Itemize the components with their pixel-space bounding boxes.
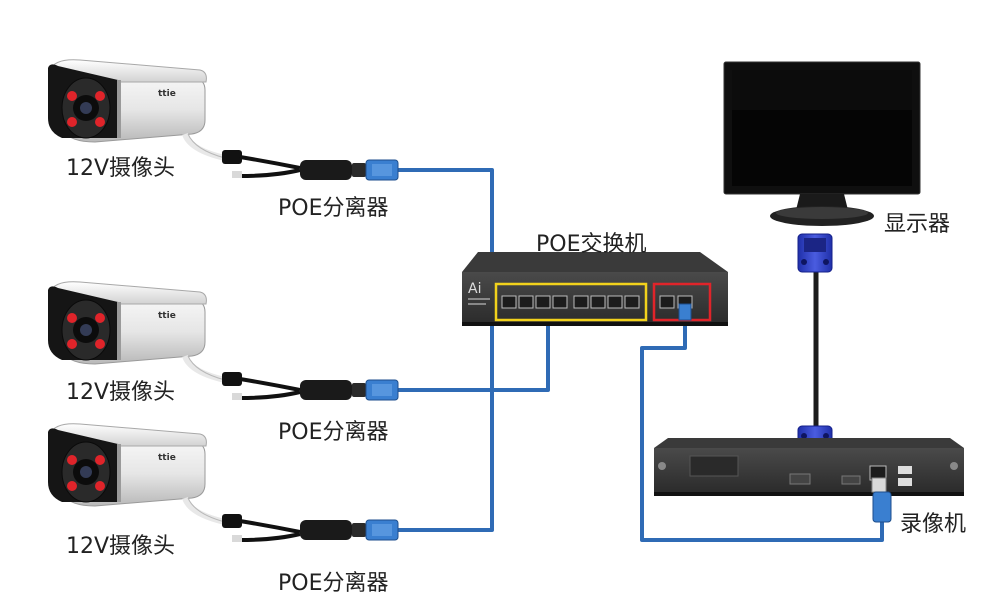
- poe-ports: [501, 295, 640, 309]
- camera-label-3: 12V摄像头: [66, 534, 176, 559]
- poe-switch: Ai: [462, 252, 728, 326]
- camera-brand-2: ttie: [158, 311, 176, 321]
- camera-3: [48, 424, 300, 542]
- vga-cable: [797, 233, 833, 467]
- nvr-label: 录像机: [900, 512, 967, 537]
- camera-label-2: 12V摄像头: [66, 380, 176, 405]
- camera-label-1: 12V摄像头: [66, 156, 176, 181]
- monitor-label: 显示器: [884, 212, 951, 237]
- poe-ports-box: [494, 282, 648, 322]
- poe-splitter-2: [299, 379, 399, 401]
- vga-connector-top: [797, 233, 833, 273]
- splitter-label-3: POE分离器: [278, 571, 389, 596]
- cable-switch-nvr: [640, 320, 884, 542]
- monitor: [723, 61, 921, 226]
- camera-brand-3: ttie: [158, 453, 176, 463]
- poe-splitter-1: [299, 159, 399, 181]
- switch-label: POE交换机: [536, 232, 647, 257]
- network-cables: [398, 168, 884, 542]
- splitter-label-2: POE分离器: [278, 420, 389, 445]
- splitter-label-1: POE分离器: [278, 196, 389, 221]
- cable-camera3-switch: [398, 326, 494, 532]
- camera-brand-1: ttie: [158, 89, 176, 99]
- poe-splitter-3: [299, 519, 399, 541]
- nvr-recorder: [654, 438, 964, 523]
- cable-camera1-switch: [398, 168, 494, 258]
- switch-badge: Ai: [468, 281, 481, 297]
- cable-camera2-switch: [398, 326, 550, 392]
